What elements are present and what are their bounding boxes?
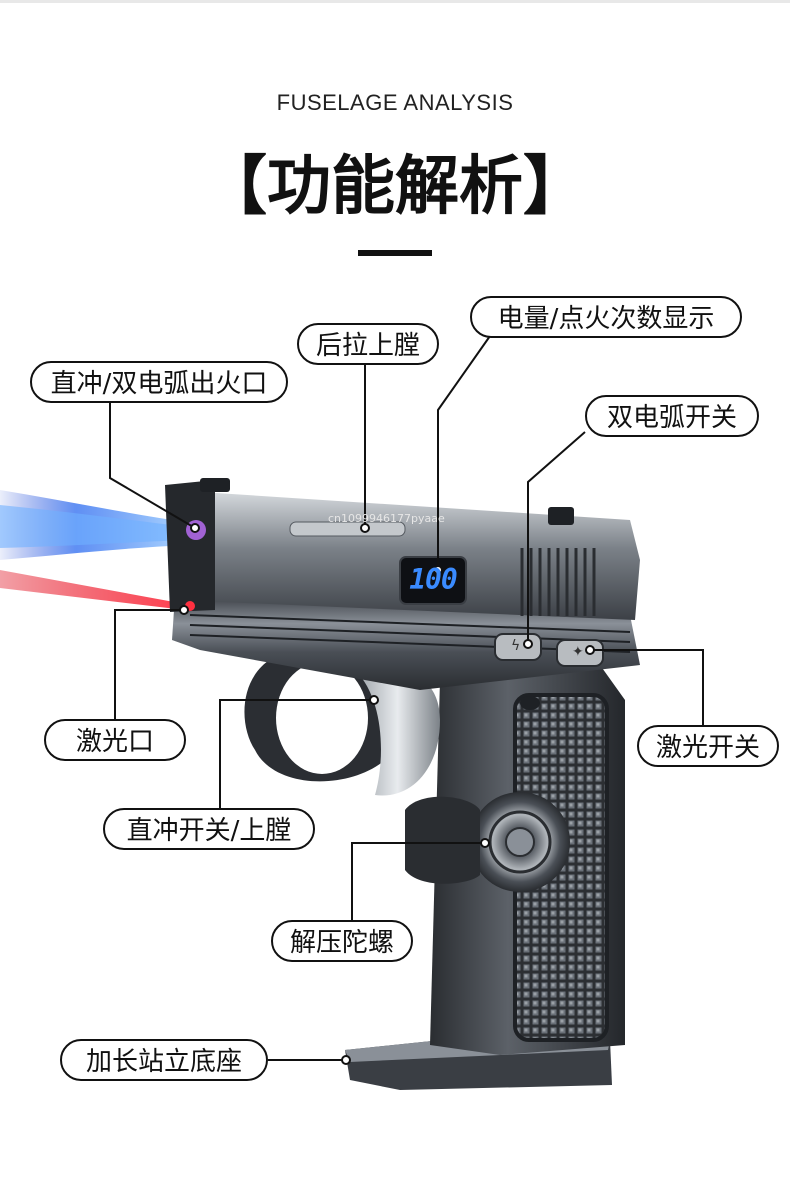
dual-arc-switch-icon: ϟ [511,638,521,654]
label-slide-load: 后拉上膛 [297,323,439,365]
label-dual-arc-switch: 双电弧开关 [585,395,759,437]
label-fire-outlet: 直冲/双电弧出火口 [30,361,288,403]
label-battery-display: 电量/点火次数显示 [470,296,742,338]
laser-beam [0,570,185,610]
top-border [0,0,790,3]
page-subtitle: FUSELAGE ANALYSIS [276,90,514,115]
label-laser-port: 激光口 [44,719,186,761]
battery-display-panel [399,556,467,605]
watermark-text: cn1099946177pyaae [328,512,445,525]
flame-jet [0,490,190,560]
label-fidget-gyro: 解压陀螺 [271,920,413,962]
title-underline [358,250,432,256]
label-jet-switch: 直冲开关/上膛 [103,808,315,850]
label-stand-base: 加长站立底座 [60,1039,268,1081]
label-laser-switch: 激光开关 [637,725,779,767]
callout-lines [109,335,704,1061]
page-title: 【功能解析】 [203,150,587,224]
laser-switch-icon: ✦ [572,644,584,660]
battery-display-value: 100 [409,563,458,596]
